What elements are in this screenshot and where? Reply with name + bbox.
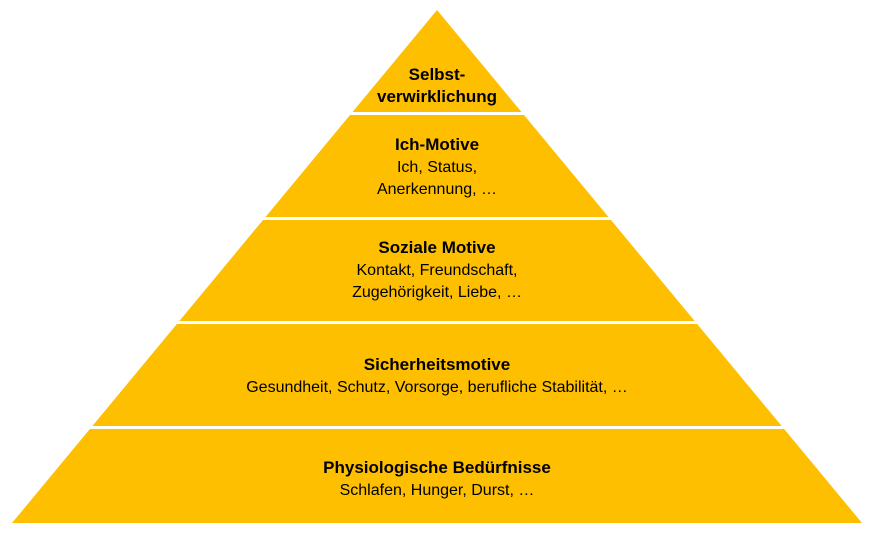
level-esteem-motives-title: Ich-Motive <box>395 135 479 154</box>
level-self-actualization-band <box>352 10 522 112</box>
level-esteem-motives-detail: Anerkennung, … <box>377 181 497 198</box>
level-social-motives-title: Soziale Motive <box>378 238 495 257</box>
level-social-motives-band <box>179 220 695 321</box>
level-esteem-motives-detail: Ich, Status, <box>397 159 477 176</box>
level-self-actualization-title: Selbst- <box>409 65 466 84</box>
level-social-motives-detail: Kontakt, Freundschaft, <box>357 262 518 279</box>
level-safety-motives-title: Sicherheitsmotive <box>364 355 510 374</box>
level-physiological-needs-band <box>12 429 862 523</box>
level-social-motives-detail: Zugehörigkeit, Liebe, … <box>352 284 522 301</box>
level-self-actualization-title: verwirklichung <box>377 87 497 106</box>
level-safety-motives-detail: Gesundheit, Schutz, Vorsorge, berufliche… <box>246 379 628 396</box>
level-safety-motives-band <box>92 324 782 426</box>
level-physiological-needs-title: Physiologische Bedürfnisse <box>323 458 551 477</box>
level-esteem-motives-band <box>265 115 609 217</box>
level-physiological-needs-detail: Schlafen, Hunger, Durst, … <box>340 482 535 499</box>
